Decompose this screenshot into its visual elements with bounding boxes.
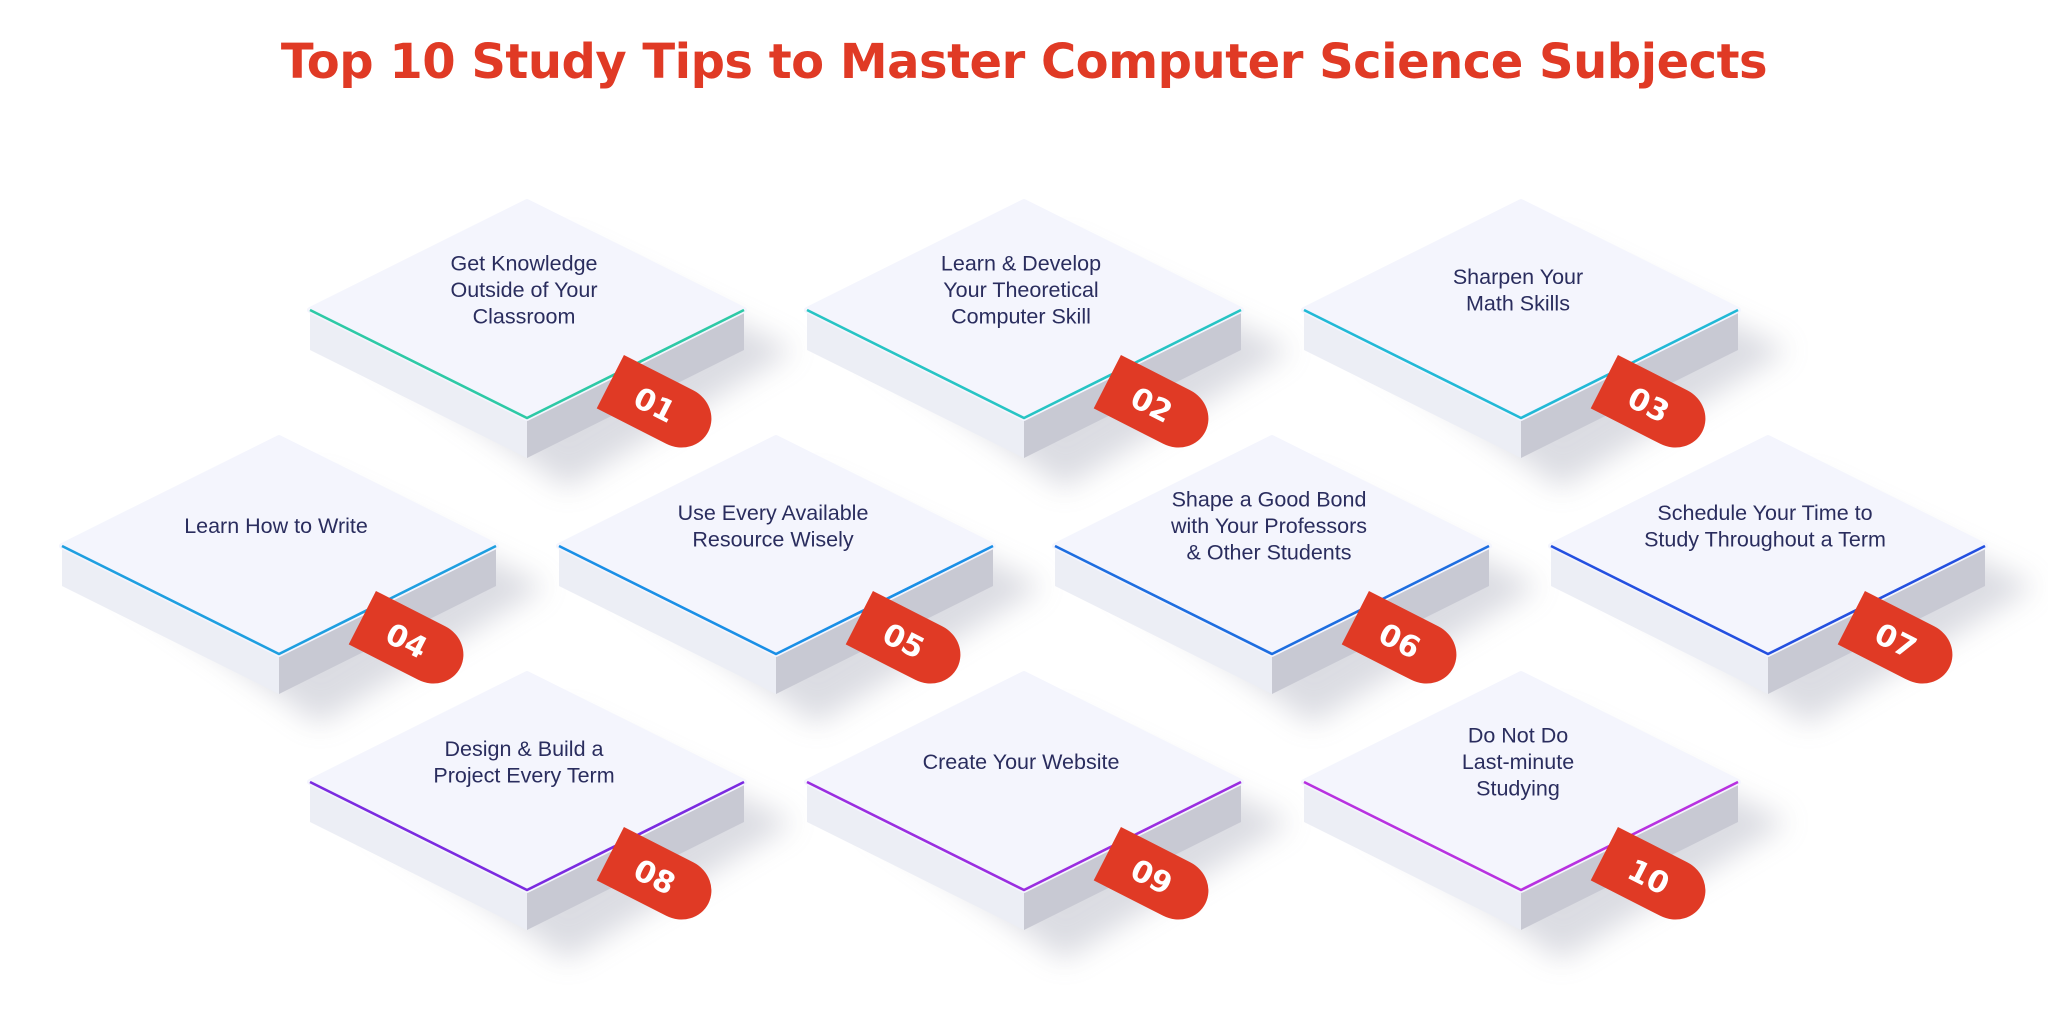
tip-label-line: Sharpen Your [1453, 265, 1583, 289]
number-badge: 07 [1837, 590, 1953, 684]
tile-accent-edge [1303, 780, 1739, 892]
tip-label-line: Studying [1476, 777, 1560, 801]
tile-side-left [1551, 546, 1768, 694]
tile-side-left [807, 782, 1024, 930]
tip-label-line: Learn & Develop [941, 252, 1101, 276]
number-badge: 03 [1590, 354, 1706, 448]
tile-side-left [62, 546, 279, 694]
tip-label-line: Your Theoretical [943, 278, 1098, 302]
tip-label-line: Last-minute [1462, 750, 1574, 774]
tip-label-line: Get Knowledge [450, 252, 597, 276]
tip-label-line: Math Skills [1466, 291, 1570, 315]
page-title: Top 10 Study Tips to Master Computer Sci… [280, 34, 1768, 90]
tip-label-line: Design & Build a [445, 737, 604, 761]
number-badge: 02 [1093, 354, 1209, 448]
tip-label-line: Do Not Do [1468, 724, 1568, 748]
tile-accent-edge [1054, 544, 1490, 656]
tile-accent-edge [1303, 308, 1739, 420]
number-badge: 05 [845, 590, 961, 684]
tile-accent-edge [309, 780, 745, 892]
tile-accent-edge [558, 544, 994, 656]
tip-label-line: Computer Skill [951, 305, 1091, 329]
tile-side-left [807, 310, 1024, 458]
tile-side-left [310, 782, 527, 930]
tip-label-line: Classroom [473, 305, 576, 329]
tile-side-left [310, 310, 527, 458]
badge-shape [1093, 826, 1209, 920]
tile-side-left [559, 546, 776, 694]
tile-side-left [1304, 782, 1521, 930]
number-badge: 10 [1590, 826, 1706, 920]
badge-shape [348, 590, 464, 684]
tip-card-09: 09 Create Your Website [804, 671, 1291, 960]
badge-shape [1093, 354, 1209, 448]
number-badge: 01 [596, 354, 712, 448]
tip-label-line: Study Throughout a Term [1644, 527, 1886, 551]
number-badge: 08 [596, 826, 712, 920]
number-badge: 04 [348, 590, 464, 684]
tile-side-left [1055, 546, 1272, 694]
tip-card-04: 04 Learn How to Write [59, 435, 546, 724]
tile-accent-edge [61, 544, 497, 656]
tip-label-line: Shape a Good Bond [1172, 488, 1367, 512]
tile-accent-edge [806, 780, 1242, 892]
tile-side-left [1304, 310, 1521, 458]
badge-shape [1590, 826, 1706, 920]
tip-label-line: Outside of Your [450, 278, 597, 302]
tip-label-line: Resource Wisely [692, 527, 854, 551]
badge-shape [845, 590, 961, 684]
tip-label-line: Create Your Website [923, 750, 1120, 774]
badge-shape [596, 354, 712, 448]
number-badge: 09 [1093, 826, 1209, 920]
badge-shape [596, 826, 712, 920]
badge-shape [1837, 590, 1953, 684]
tip-label-line: Learn How to Write [184, 514, 368, 538]
tip-label-line: Use Every Available [678, 501, 869, 525]
badge-shape [1590, 354, 1706, 448]
tile-accent-edge [309, 308, 745, 420]
tip-label-line: & Other Students [1187, 541, 1352, 565]
tip-label-line: with Your Professors [1170, 514, 1367, 538]
tile-accent-edge [1550, 544, 1986, 656]
tip-label-line: Schedule Your Time to [1657, 501, 1872, 525]
tile-accent-edge [806, 308, 1242, 420]
number-badge: 06 [1341, 590, 1457, 684]
badge-shape [1341, 590, 1457, 684]
tip-label-line: Project Every Term [433, 763, 614, 787]
